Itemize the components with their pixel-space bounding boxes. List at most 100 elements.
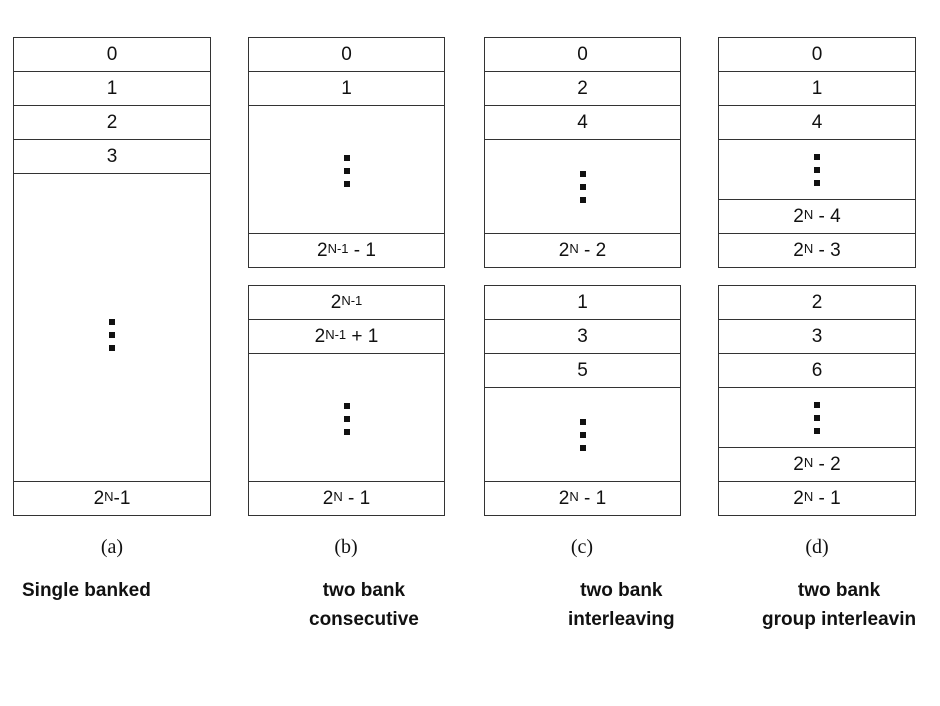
base: 2 <box>793 453 804 475</box>
base: 2 <box>793 205 804 227</box>
base: 2 <box>322 487 334 509</box>
exponent: N <box>803 241 814 256</box>
caption-line: two bank <box>797 580 881 601</box>
suffix: - 4 <box>813 205 841 227</box>
cell-label: 6 <box>811 359 823 381</box>
cell-label: 0 <box>577 43 588 65</box>
exponent: N <box>803 455 814 470</box>
vertical-ellipsis-icon <box>343 155 350 194</box>
cell-label: 0 <box>341 43 352 65</box>
cell-label: 1 <box>341 77 352 99</box>
caption-c: two bank interleaving <box>568 576 675 634</box>
cell-label: 3 <box>577 325 588 347</box>
memory-cell: 4 <box>484 105 681 140</box>
memory-gap <box>718 387 916 448</box>
cell-label: 4 <box>577 111 588 133</box>
caption-d: two bank group interleavin <box>762 576 916 634</box>
suffix: - 1 <box>813 487 841 509</box>
memory-cell: 0 <box>484 37 681 72</box>
vertical-ellipsis-icon <box>343 403 350 442</box>
memory-gap <box>248 353 445 482</box>
memory-cell: 2 <box>484 71 681 106</box>
memory-gap <box>13 173 211 482</box>
caption-line: two bank <box>322 580 406 601</box>
memory-cell: 1 <box>13 71 211 106</box>
base: 2 <box>793 487 804 509</box>
memory-cell: 0 <box>718 37 916 72</box>
suffix: - 1 <box>348 239 376 261</box>
vertical-ellipsis-icon <box>579 171 586 210</box>
memory-cell: 3 <box>13 139 211 174</box>
cell-label: 1 <box>577 291 588 313</box>
vertical-ellipsis-icon <box>109 319 115 358</box>
memory-cell: 0 <box>248 37 445 72</box>
memory-gap <box>248 105 445 234</box>
suffix: - 3 <box>813 239 841 261</box>
memory-cell: 4 <box>718 105 916 140</box>
cell-label: 0 <box>106 43 118 65</box>
exponent: N-1 <box>325 327 347 342</box>
exponent: N-1 <box>327 241 349 256</box>
suffix: - 1 <box>578 487 607 509</box>
base: 2 <box>793 239 804 261</box>
memory-cell: 1 <box>248 71 445 106</box>
diagram-letter-b: (b) <box>334 536 358 558</box>
memory-cell: 2 <box>718 285 916 320</box>
cell-label: 1 <box>811 77 823 99</box>
exponent: N <box>569 241 579 256</box>
base: 2 <box>93 487 105 509</box>
suffix: -1 <box>113 487 131 509</box>
cell-label: 2 <box>811 291 823 313</box>
exponent: N <box>104 489 114 504</box>
vertical-ellipsis-icon <box>814 402 820 441</box>
base: 2 <box>558 239 570 261</box>
exponent: N <box>803 207 814 222</box>
suffix: - 1 <box>342 487 371 509</box>
base: 2 <box>330 291 342 313</box>
memory-cell: 1 <box>484 285 681 320</box>
exponent: N <box>333 489 343 504</box>
memory-cell: 0 <box>13 37 211 72</box>
cell-label: 0 <box>811 43 823 65</box>
vertical-ellipsis-icon <box>814 154 820 193</box>
exponent: N-1 <box>341 293 363 308</box>
cell-label: 5 <box>577 359 588 381</box>
cell-label: 2 <box>106 111 118 133</box>
caption-line: group interleavin <box>762 609 917 630</box>
cell-label: 2 <box>577 77 588 99</box>
memory-gap <box>718 139 916 200</box>
memory-gap <box>484 387 681 482</box>
suffix: + 1 <box>346 325 379 347</box>
cell-label: 3 <box>106 145 118 167</box>
diagram-letter-d: (d) <box>805 536 829 558</box>
caption-line: Single banked <box>22 580 151 601</box>
vertical-ellipsis-icon <box>579 419 586 458</box>
cell-label: 1 <box>106 77 118 99</box>
diagram-letter-c: (c) <box>570 536 594 558</box>
base: 2 <box>314 325 326 347</box>
base: 2 <box>317 239 328 261</box>
base: 2 <box>558 487 570 509</box>
suffix: - 2 <box>813 453 841 475</box>
exponent: N <box>569 489 579 504</box>
caption-line: consecutive <box>309 609 419 630</box>
cell-label: 3 <box>811 325 823 347</box>
exponent: N <box>803 489 814 504</box>
memory-cell: 1 <box>718 71 916 106</box>
memory-cell: 6 <box>718 353 916 388</box>
caption-b: two bank consecutive <box>309 576 419 634</box>
memory-cell: 5 <box>484 353 681 388</box>
suffix: - 2 <box>578 239 607 261</box>
memory-gap <box>484 139 681 234</box>
